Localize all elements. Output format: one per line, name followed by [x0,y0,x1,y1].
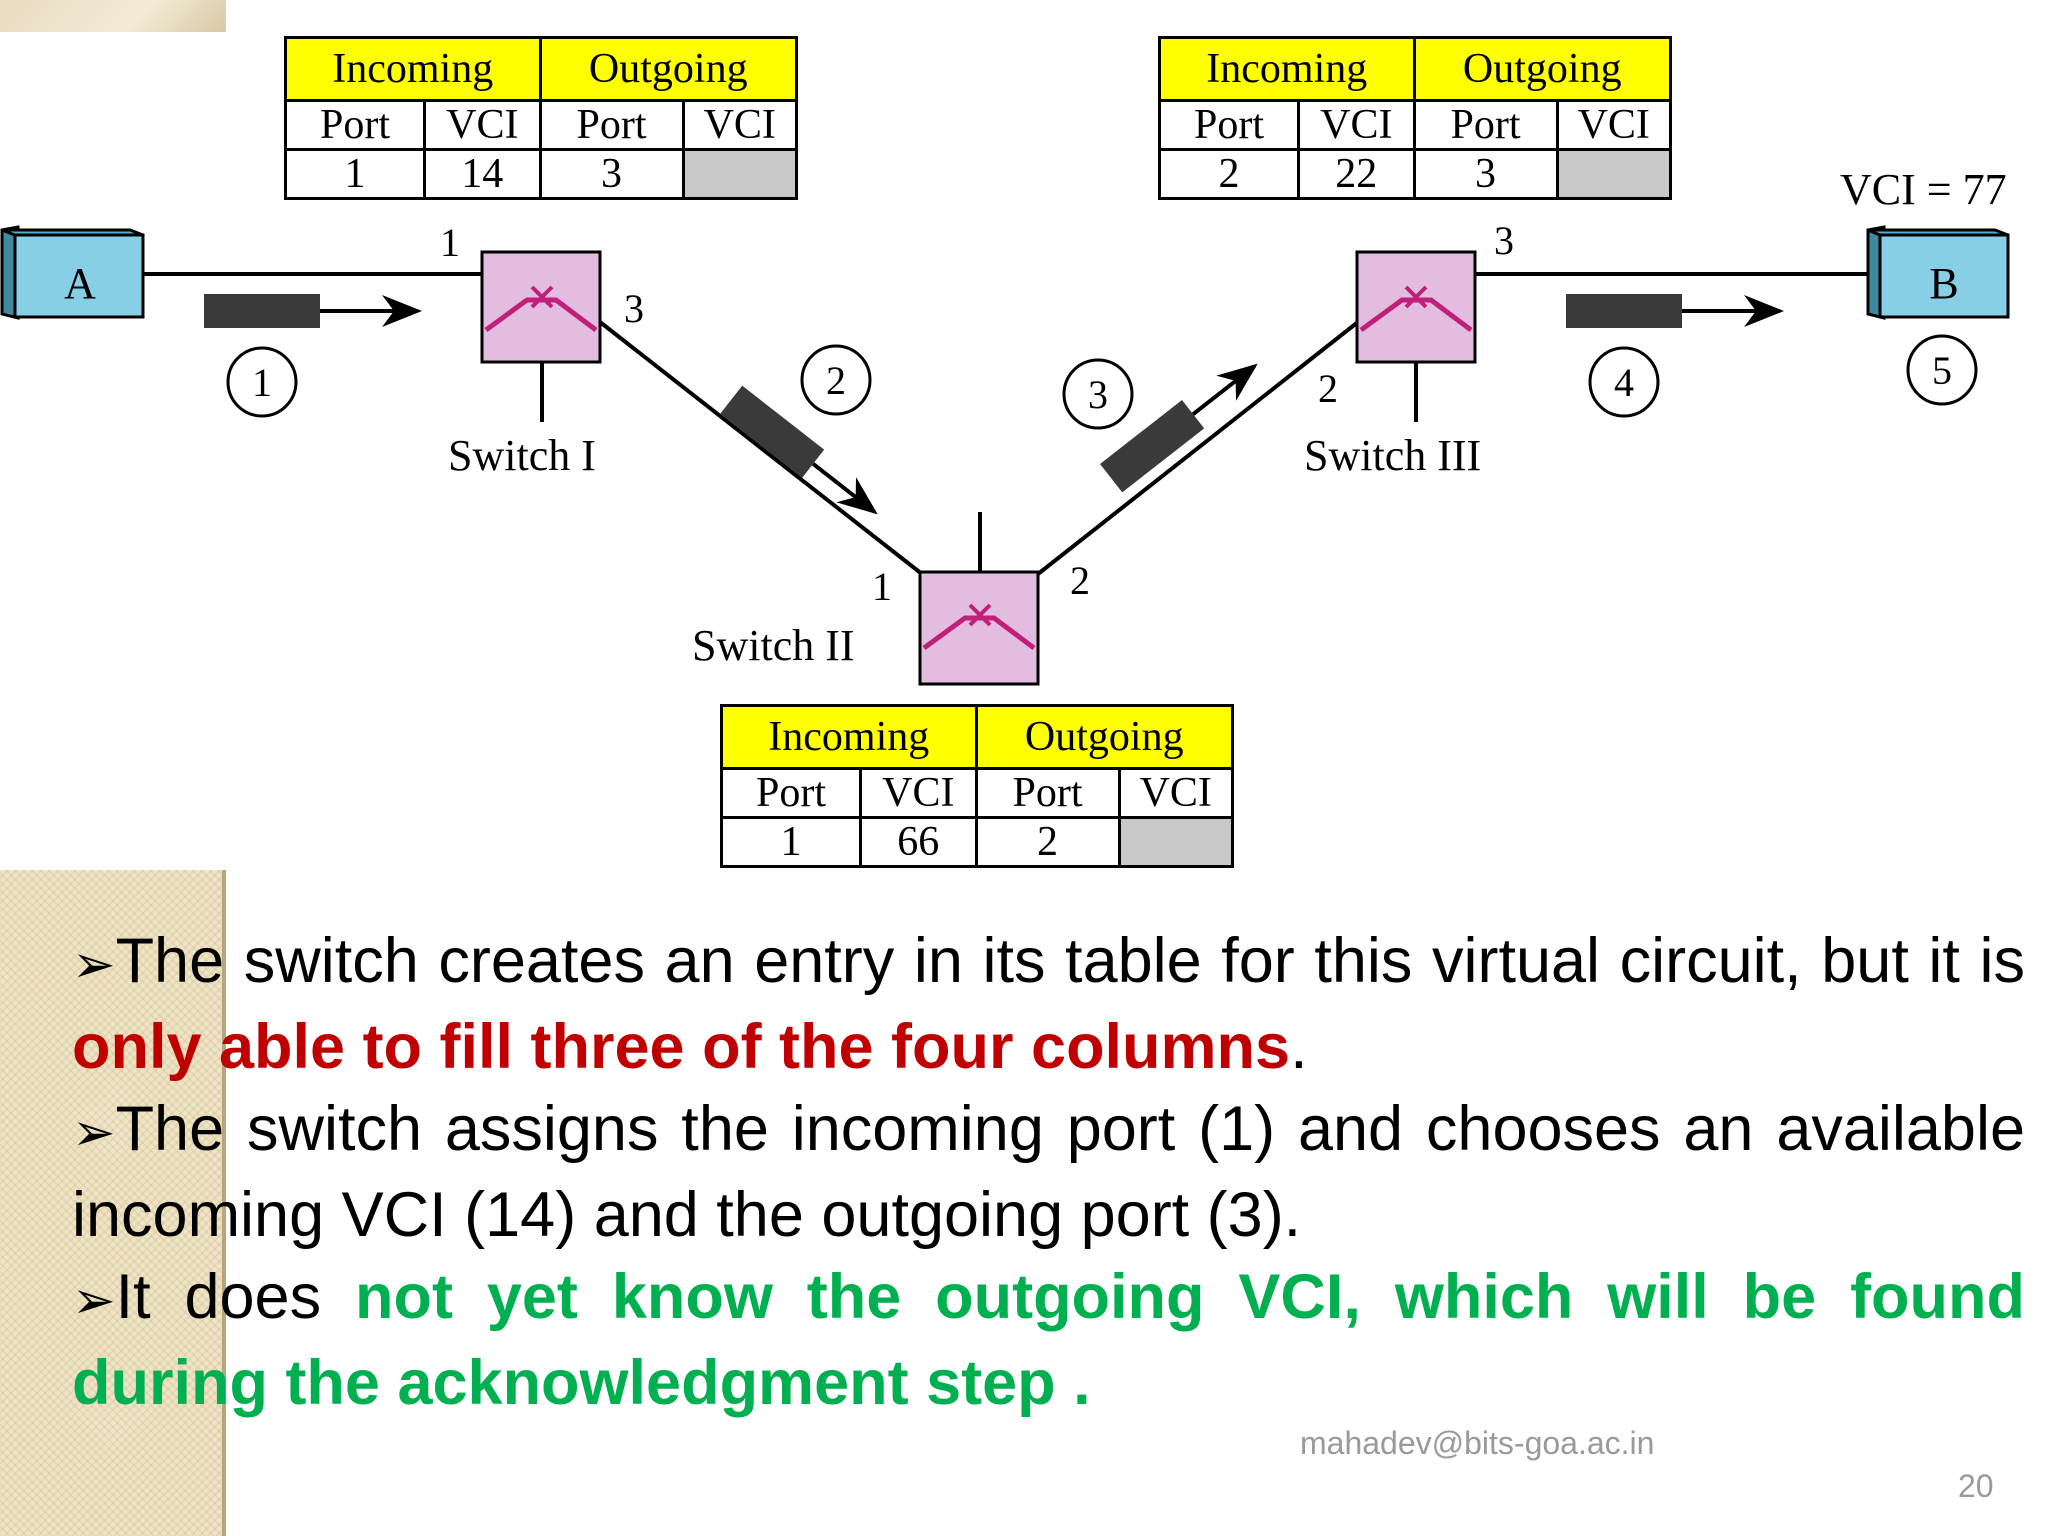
incoming-port-value: 1 [283,148,427,200]
link-switch2-switch3 [1036,320,1360,576]
incoming-port-value: 1 [719,816,863,868]
step-1: 1 [252,360,272,405]
table-header-incoming: Incoming [1158,36,1416,102]
decorative-corner-top [0,0,226,32]
table-header-outgoing: Outgoing [538,36,799,102]
col-port: Port [1157,99,1301,151]
switch-3-label: Switch III [1304,431,1481,480]
switch-2-vc-table: Incoming Outgoing Port VCI Port VCI 1 66… [719,704,1235,868]
bullet-3-highlight: not yet know the outgoing VCI, which wil… [72,1262,2025,1418]
bullet-1-highlight: only able to fill three of the four colu… [72,1012,1291,1082]
outgoing-vci-empty [681,148,799,200]
page-number: 20 [1958,1468,1994,1504]
outgoing-port-value: 2 [974,816,1121,868]
bullet-list: ➢The switch creates an entry in its tabl… [72,920,2025,1424]
col-port: Port [719,767,863,819]
bullet-3-text: It does [115,1262,356,1332]
table-header-outgoing: Outgoing [974,704,1235,770]
switch-1-vc-table: Incoming Outgoing Port VCI Port VCI 1 14… [283,36,799,200]
col-port: Port [283,99,427,151]
table-header-outgoing: Outgoing [1412,36,1673,102]
host-a-label: A [64,259,96,308]
table-header-incoming: Incoming [720,704,978,770]
step-markers: 1 2 3 4 5 [226,334,1978,430]
bullet-1-end: . [1290,1012,1308,1082]
bullet-arrow-icon: ➢ [72,1103,116,1163]
step-5: 5 [1932,348,1952,393]
switch-1-port-3: 3 [624,286,644,331]
bullet-arrow-icon: ➢ [72,1271,116,1331]
bullet-3: ➢It does not yet know the outgoing VCI, … [72,1256,2025,1424]
switch-2-port-2: 2 [1070,558,1090,603]
col-vci: VCI [1555,99,1673,151]
col-vci: VCI [423,99,542,151]
incoming-vci-value: 14 [423,148,542,200]
switch-3-port-2: 2 [1318,366,1338,411]
bullet-2: ➢The switch assigns the incoming port (1… [72,1088,2025,1256]
host-b: B [1866,225,2010,320]
switch-3-port-3: 3 [1494,218,1514,263]
outgoing-port-value: 3 [1412,148,1559,200]
switch-3-vc-table: Incoming Outgoing Port VCI Port VCI 2 22… [1157,36,1673,200]
step-4: 4 [1614,360,1634,405]
table-header-incoming: Incoming [284,36,542,102]
col-vci: VCI [681,99,799,151]
outgoing-port-value: 3 [538,148,685,200]
switch-2-port-1: 1 [872,564,892,609]
col-port: Port [538,99,685,151]
col-vci: VCI [859,767,978,819]
col-port: Port [974,767,1121,819]
footer-email: mahadev@bits-goa.ac.in [1300,1425,1655,1461]
virtual-circuit-diagram: A B VCI = 77 1 3 Switch I 1 2 Switch II … [0,165,2010,686]
col-vci: VCI [1297,99,1416,151]
host-b-label: B [1929,259,1958,308]
outgoing-vci-empty [1555,148,1673,200]
outgoing-vci-empty [1117,816,1235,868]
switch-1-port-1: 1 [440,220,460,265]
col-port: Port [1412,99,1559,151]
incoming-vci-value: 22 [1297,148,1416,200]
switch-3 [1355,250,1477,422]
host-a: A [0,225,145,320]
network-links [143,272,1868,576]
switch-1 [480,250,602,422]
decorative-side-band [0,870,226,1536]
packet-4 [1566,294,1784,328]
bullet-2-text: The switch assigns the incoming port (1)… [72,1094,2025,1250]
switch-1-label: Switch I [448,431,596,480]
incoming-port-value: 2 [1157,148,1301,200]
incoming-vci-value: 66 [859,816,978,868]
packet-2 [720,385,878,515]
bullet-1: ➢The switch creates an entry in its tabl… [72,920,2025,1088]
step-2: 2 [826,358,846,403]
switch-2-label: Switch II [692,621,855,670]
vci-77-label: VCI = 77 [1840,165,2007,214]
link-switch1-switch2 [598,320,924,576]
decorative-side-band-edge [222,870,226,1536]
step-3: 3 [1088,372,1108,417]
switch-2 [918,512,1040,686]
packet-3 [1100,363,1258,493]
bullet-arrow-icon: ➢ [72,935,116,995]
col-vci: VCI [1117,767,1235,819]
packet-1 [204,294,422,328]
bullet-1-text: The switch creates an entry in its table… [115,926,2025,996]
